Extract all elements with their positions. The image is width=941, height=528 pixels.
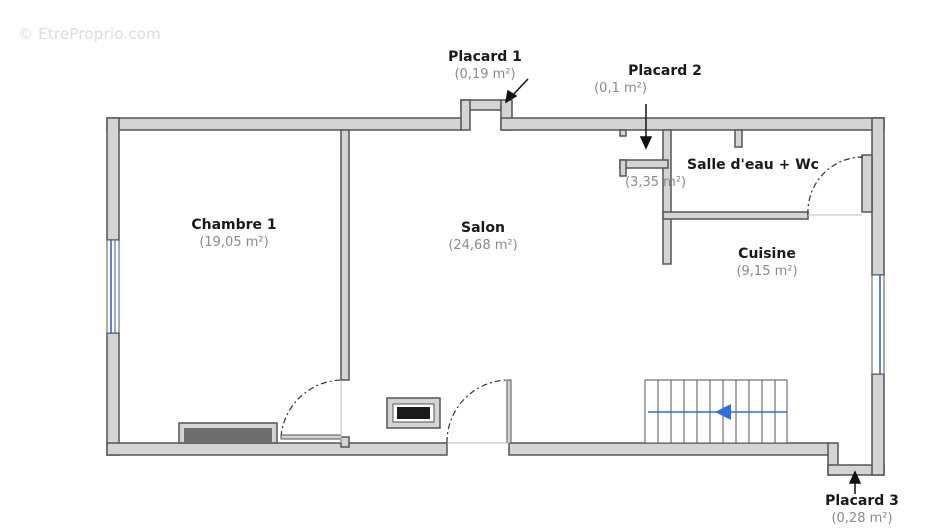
room-area: (0,19 m²) xyxy=(454,67,516,82)
wall-salle-eau-right xyxy=(861,154,873,213)
room-area: (19,05 m²) xyxy=(199,235,269,250)
wall-bottom-right xyxy=(508,442,830,456)
room-area: (3,35 m²) xyxy=(625,175,687,190)
pointer-arrow-icon xyxy=(848,470,862,494)
room-area: (24,68 m²) xyxy=(448,238,518,253)
wall-top-left xyxy=(106,117,463,131)
room-name: Salon xyxy=(461,220,505,236)
walls xyxy=(106,99,885,476)
room-label-salon: Salon (24,68 m²) xyxy=(448,219,517,255)
door-swing-icon xyxy=(807,156,864,216)
watermark: © EtreProprio.com xyxy=(18,25,161,43)
room-area: (9,15 m²) xyxy=(736,264,798,279)
room-area: (0,28 m²) xyxy=(831,511,893,526)
room-name: Chambre 1 xyxy=(191,217,277,233)
door-swing-icon xyxy=(446,379,510,444)
pointer-arrow-icon xyxy=(504,78,529,104)
room-name: Placard 2 xyxy=(628,63,702,79)
stairs-direction-icon xyxy=(648,404,787,420)
wall-right-lower xyxy=(871,373,885,476)
room-name: Placard 3 xyxy=(825,493,899,509)
room-area: (0,1 m²) xyxy=(594,81,647,96)
room-label-placard1: Placard 1 (0,19 m²) xyxy=(448,48,522,84)
room-label-placard2: Placard 2 (0,1 m²) xyxy=(594,62,702,98)
placard2-wall-left xyxy=(619,159,627,177)
room-label-cuisine: Cuisine (9,15 m²) xyxy=(736,245,797,281)
pointer-arrow-icon xyxy=(639,104,653,150)
wall-salle-eau-bottom xyxy=(662,211,809,220)
wall-left-lower xyxy=(106,332,120,456)
door-chambre xyxy=(280,434,342,440)
room-name: Placard 1 xyxy=(448,49,522,65)
window-icon xyxy=(871,274,885,375)
wall-chambre-salon xyxy=(340,129,350,381)
wall-salle-eau-left xyxy=(662,129,672,265)
wall-top-right xyxy=(500,117,885,131)
door-swing-icon xyxy=(280,379,344,438)
wall-salle-eau-stub xyxy=(734,129,743,148)
placard2-wall-top-stub xyxy=(619,129,627,137)
room-label-placard3: Placard 3 (0,28 m²) xyxy=(825,492,899,528)
room-label-chambre1: Chambre 1 (19,05 m²) xyxy=(191,216,276,252)
fireplace-icon xyxy=(386,397,441,429)
placard1-wall-left xyxy=(460,99,471,131)
wall-bottom-left xyxy=(106,442,448,456)
window-icon xyxy=(106,239,120,334)
placard2-wall-bottom xyxy=(619,159,669,169)
room-label-salle-eau: Salle d'eau + Wc (3,35 m²) xyxy=(625,156,819,192)
wall-left-upper xyxy=(106,117,120,241)
radiator-icon xyxy=(178,422,278,444)
door-entree xyxy=(506,379,512,444)
room-name: Salle d'eau + Wc xyxy=(687,157,819,173)
wall-chambre-salon-stub xyxy=(340,436,350,448)
wall-right-upper xyxy=(871,117,885,276)
room-name: Cuisine xyxy=(738,246,796,262)
